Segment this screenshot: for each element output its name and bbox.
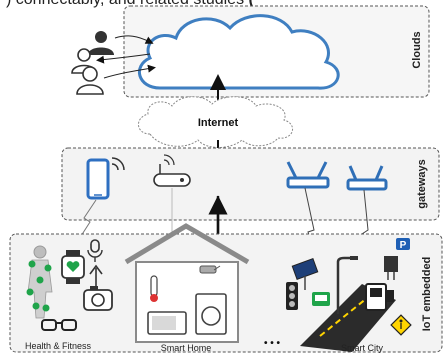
clouds-label: Clouds [411, 31, 423, 68]
users-group [71, 31, 156, 95]
street-lamp-icon [336, 256, 358, 314]
home-router-icon [153, 154, 191, 187]
home-label: Smart Home [161, 343, 212, 353]
user-icon [76, 66, 104, 95]
smart-city-group: P Smart City [286, 238, 412, 353]
solar-panel-icon [291, 258, 319, 290]
parking-sign-letter: P [400, 240, 407, 251]
house-roof [124, 223, 250, 265]
upload-arrow-icon [89, 264, 103, 288]
health-label: Health & Fitness [25, 341, 92, 351]
bus-stop-icon [312, 292, 330, 306]
parking-sensor-icon: P [384, 238, 410, 280]
user-cloud-link [103, 64, 156, 79]
smart-glasses-icon [41, 319, 77, 331]
top-caption: ) connectably, and related studies ( [6, 0, 254, 9]
traffic-light-icon [286, 282, 298, 310]
smartwatch-icon [61, 250, 85, 284]
clouds-layer: Clouds [123, 5, 430, 98]
gateway-router-icon [286, 161, 330, 189]
washing-machine-icon [195, 293, 227, 335]
user-cloud-link [114, 35, 154, 44]
user-icon [88, 31, 114, 55]
security-camera-icon [199, 265, 221, 274]
internet-cloud [138, 96, 293, 148]
thermometer-icon [150, 275, 158, 302]
cloud-shape [138, 14, 340, 90]
iot-layer: IoT embedded [9, 223, 443, 353]
road-marking [319, 293, 373, 337]
user-cloud-link [96, 53, 151, 64]
internet-label: Internet [198, 117, 239, 129]
smart-home-group: Smart Home [124, 223, 250, 353]
body-sensor-icon [26, 245, 53, 319]
microwave-icon [147, 311, 187, 335]
gateways-box [61, 147, 440, 221]
iot-label: IoT embedded [421, 257, 433, 332]
city-label: Smart City [341, 343, 384, 353]
more-domains-ellipsis: • • • [264, 338, 281, 349]
gateways-label: gateways [416, 159, 428, 209]
smartphone-icon [86, 157, 125, 200]
gateways-layer: gateways [61, 147, 440, 221]
gateway-router-icon [346, 165, 388, 191]
camera-icon [83, 286, 113, 311]
ev-charger-icon [365, 283, 394, 311]
pedestrian-sign-icon [390, 314, 412, 336]
health-fitness-group: Health & Fitness [25, 239, 113, 351]
microphone-icon [87, 239, 103, 262]
internet-layer: Internet [138, 96, 293, 148]
